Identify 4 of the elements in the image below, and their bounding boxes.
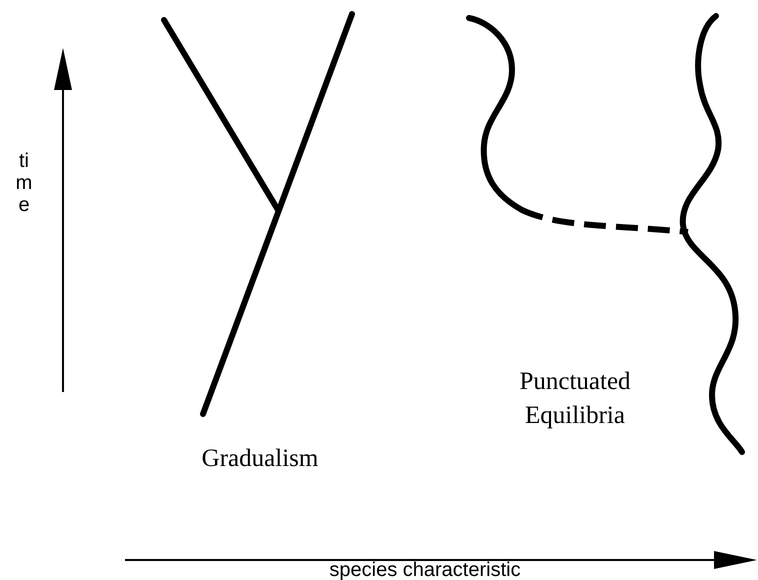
caption-text: Gradualism (200, 444, 320, 474)
axis-label: species characteristic (328, 558, 522, 580)
axis-label: time (14, 150, 34, 216)
caption-text: Punctuated Equilibria (518, 367, 632, 431)
